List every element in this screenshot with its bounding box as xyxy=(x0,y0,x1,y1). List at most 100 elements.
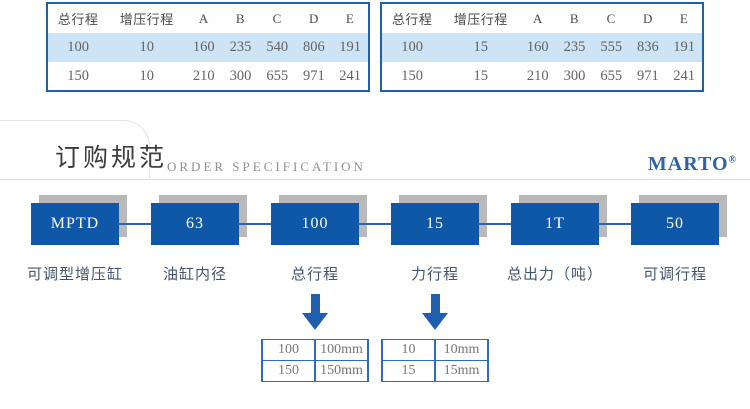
table-cell: 655 xyxy=(266,67,289,84)
table-cell: 160 xyxy=(192,39,215,55)
column-header: 增压行程 xyxy=(453,12,508,27)
title-tab-outline xyxy=(0,120,150,180)
registered-trademark-icon: ® xyxy=(728,154,737,166)
table-cell: 100 xyxy=(401,39,423,55)
table-cell: 160 xyxy=(526,39,549,55)
column-header: E xyxy=(679,10,689,26)
options-cell: 15 xyxy=(381,360,436,382)
column-header: 增压行程 xyxy=(119,12,174,27)
column-header: B xyxy=(235,10,246,26)
column-header: D xyxy=(308,10,319,26)
table-cell: 806 xyxy=(303,39,325,55)
code-box: 15 xyxy=(391,203,479,245)
code-box: 1T xyxy=(511,203,599,245)
code-box: 63 xyxy=(151,203,239,245)
column-header: C xyxy=(272,10,282,26)
arrow-head xyxy=(302,313,328,330)
code-box: 50 xyxy=(631,203,719,245)
code-value: 15 xyxy=(426,215,444,232)
table-cell: 235 xyxy=(229,39,252,55)
options-cell: 10mm xyxy=(434,339,489,361)
table-cell: 210 xyxy=(192,67,215,84)
down-arrow-icon xyxy=(422,294,448,330)
connector-line xyxy=(357,223,393,225)
column-header: 总行程 xyxy=(391,12,433,27)
order-code-segment: MPTD 可调型增压缸 xyxy=(15,195,135,284)
column-header: D xyxy=(642,10,653,26)
segment-label: 可调型增压缸 xyxy=(26,267,123,283)
brand-logo: MARTO® xyxy=(648,153,737,176)
table-cell: 10 xyxy=(139,67,155,84)
brand-name: MARTO xyxy=(647,153,729,175)
connector-line xyxy=(477,223,513,225)
arrow-stem xyxy=(430,294,440,313)
segment-label: 总行程 xyxy=(290,267,339,283)
options-cell: 150mm xyxy=(314,360,369,382)
table-cell: 150 xyxy=(401,67,423,84)
table-cell: 100 xyxy=(67,39,89,55)
code-box: 100 xyxy=(271,203,359,245)
code-box-wrap: 63 xyxy=(117,195,247,245)
code-value: 50 xyxy=(666,215,684,232)
table-cell: 555 xyxy=(600,39,623,55)
segment-label: 力行程 xyxy=(410,267,459,283)
order-specification-header: 订购规范 ORDER SPECIFICATION MARTO® xyxy=(0,118,750,180)
column-header: E xyxy=(345,10,355,26)
segment-label: 可调行程 xyxy=(642,267,707,283)
table-cell: 241 xyxy=(339,67,361,84)
arrow-stem xyxy=(310,294,320,313)
options-cell: 15mm xyxy=(434,360,489,382)
code-box-wrap: MPTD xyxy=(31,195,127,245)
code-box-wrap: 50 xyxy=(597,195,727,245)
options-cell: 10 xyxy=(381,339,436,361)
column-header: B xyxy=(569,10,580,26)
code-box-wrap: 100 xyxy=(237,195,367,245)
options-cell: 150 xyxy=(261,360,316,382)
table-cell: 191 xyxy=(339,39,361,55)
table-cell: 210 xyxy=(526,67,549,84)
connector-line xyxy=(237,223,273,225)
column-header: C xyxy=(606,10,616,26)
table-cell: 150 xyxy=(67,67,89,84)
table-cell: 235 xyxy=(563,39,586,55)
table-cell: 15 xyxy=(473,67,489,84)
order-code-segment: 50 可调行程 xyxy=(597,195,735,284)
arrow-head xyxy=(422,313,448,330)
table-cell: 655 xyxy=(600,67,623,84)
code-value: 1T xyxy=(545,215,565,232)
table-cell: 836 xyxy=(637,39,659,55)
code-value: 100 xyxy=(301,215,329,232)
section-title-zh: 订购规范 xyxy=(55,145,168,172)
code-value: 63 xyxy=(186,215,204,232)
order-code-segment: 1T 总出力（吨） xyxy=(477,195,615,284)
table-cell: 300 xyxy=(229,67,252,84)
connector-line xyxy=(597,223,633,225)
table-cell: 300 xyxy=(563,67,586,84)
section-title-en: ORDER SPECIFICATION xyxy=(167,159,366,174)
code-box: MPTD xyxy=(31,203,119,245)
code-box-wrap: 1T xyxy=(477,195,607,245)
table-cell: 971 xyxy=(637,67,659,84)
connector-line xyxy=(117,223,153,225)
segment-label: 总出力（吨） xyxy=(506,267,603,283)
column-header: 总行程 xyxy=(57,12,99,27)
order-code-segment: 63 油缸内径 xyxy=(117,195,255,284)
table-cell: 191 xyxy=(673,39,695,55)
options-cell: 100mm xyxy=(314,339,369,361)
code-box-wrap: 15 xyxy=(357,195,487,245)
